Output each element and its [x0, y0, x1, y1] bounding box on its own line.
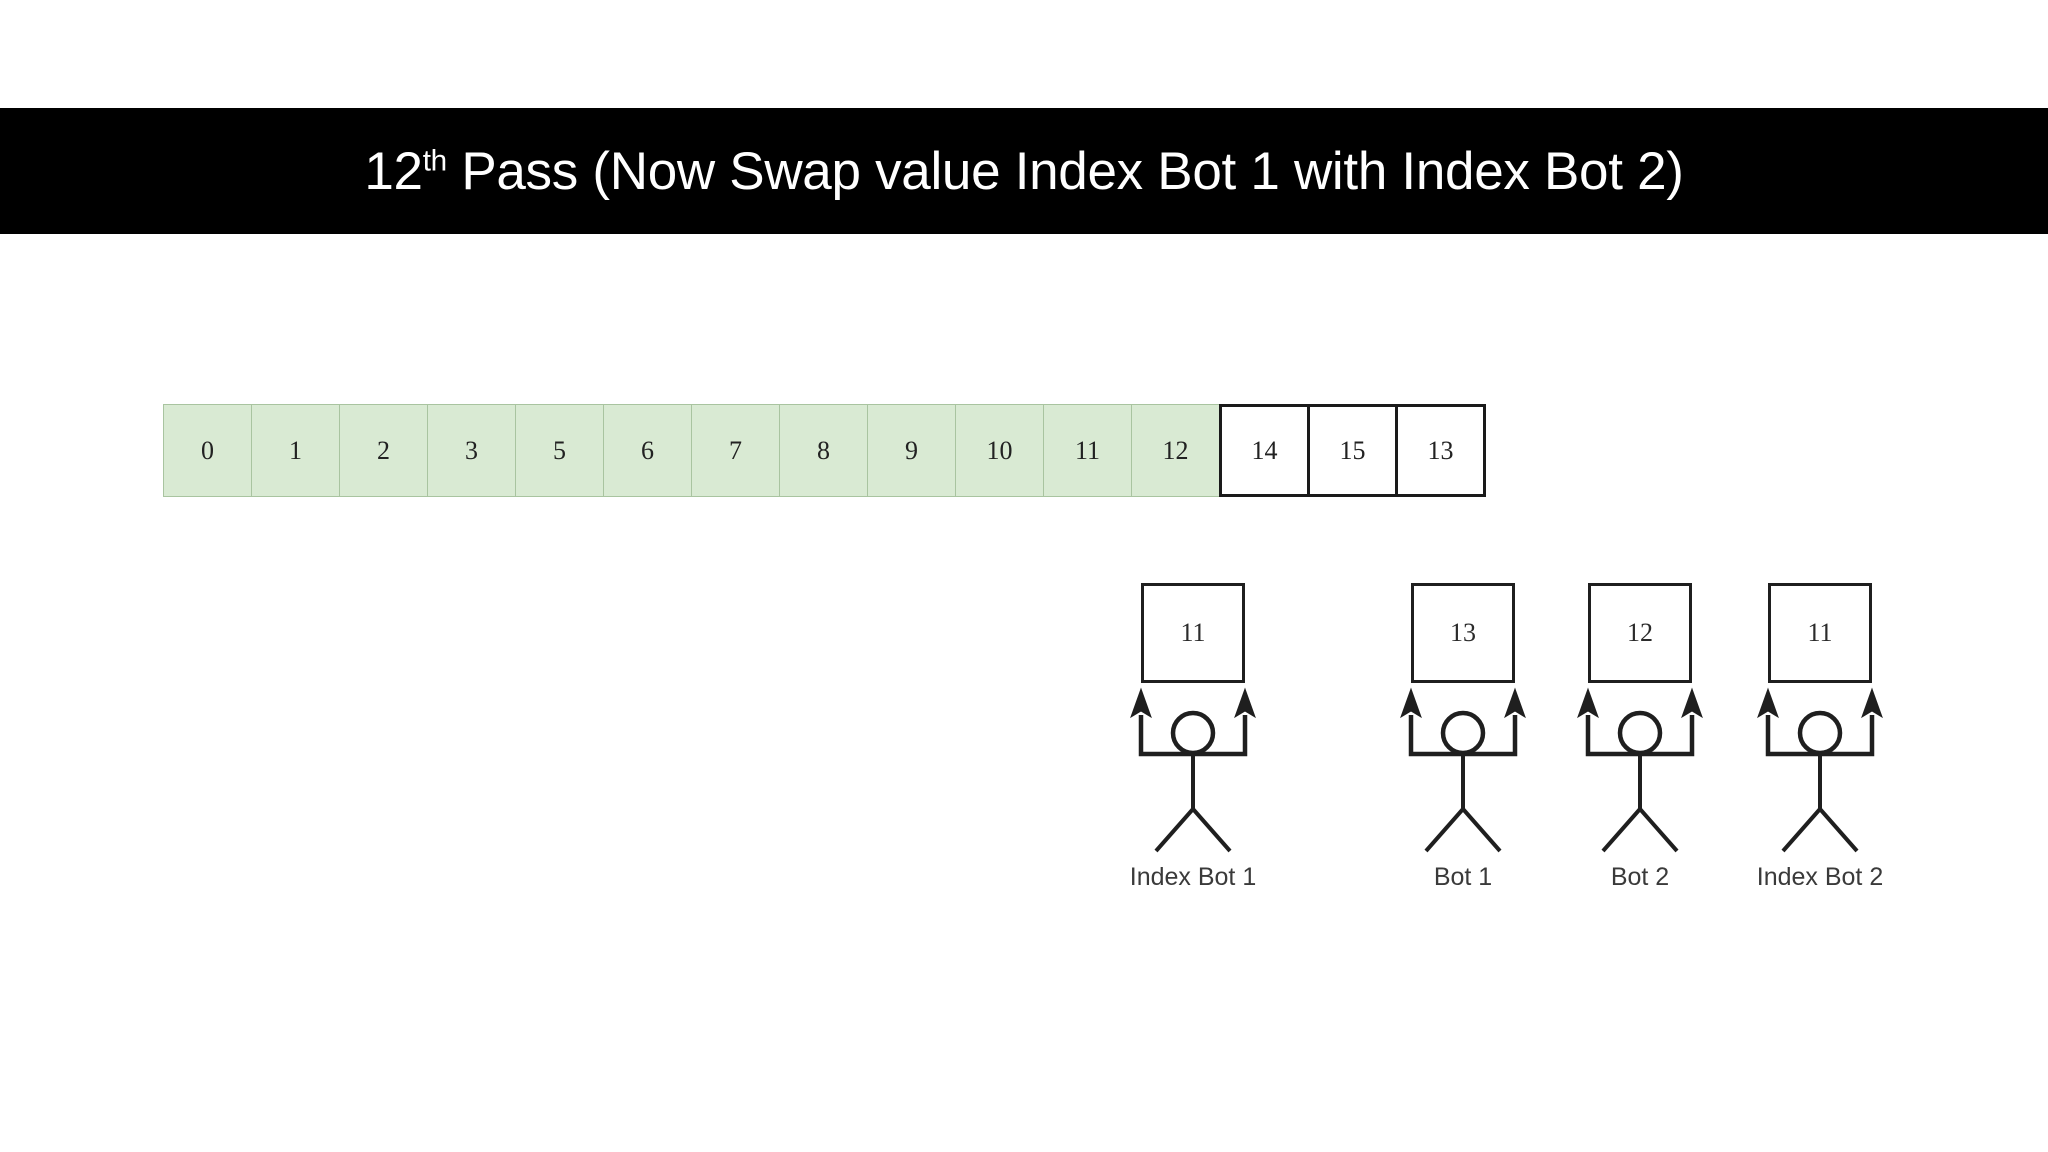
array-cell: 5	[515, 404, 604, 497]
array-cell: 8	[779, 404, 868, 497]
title-rest: Pass (Now Swap value Index Bot 1 with In…	[446, 141, 1684, 201]
stick-figure-icon	[1130, 687, 1256, 853]
array-cell: 9	[867, 404, 956, 497]
stick-figure-icon	[1577, 687, 1703, 853]
stick-figure-icon	[1400, 687, 1526, 853]
bot-label: Bot 1	[1433, 863, 1493, 891]
title-pass-number: 12	[364, 141, 423, 201]
title-bar: 12th Pass (Now Swap value Index Bot 1 wi…	[0, 108, 2048, 234]
array-cell: 3	[427, 404, 516, 497]
array-cell: 10	[955, 404, 1044, 497]
bot-label: Index Bot 2	[1756, 863, 1884, 891]
array-cell: 14	[1219, 404, 1310, 497]
array-cell: 13	[1395, 404, 1486, 497]
array-cell: 6	[603, 404, 692, 497]
array-cell: 11	[1043, 404, 1132, 497]
array-cell: 15	[1307, 404, 1398, 497]
array-cell: 12	[1131, 404, 1220, 497]
bot-held-value-box: 11	[1768, 583, 1872, 683]
bot-label: Index Bot 1	[1129, 863, 1257, 891]
page-title: 12th Pass (Now Swap value Index Bot 1 wi…	[364, 141, 1684, 201]
array-cell: 0	[163, 404, 252, 497]
bot-label: Bot 2	[1610, 863, 1670, 891]
bot-held-value-box: 13	[1411, 583, 1515, 683]
array-cell: 2	[339, 404, 428, 497]
bot-held-value-box: 12	[1588, 583, 1692, 683]
stick-figure-icon	[1757, 687, 1883, 853]
title-ordinal-suffix: th	[422, 143, 447, 177]
array-cell: 1	[251, 404, 340, 497]
array-cell: 7	[691, 404, 780, 497]
bot-held-value-box: 11	[1141, 583, 1245, 683]
